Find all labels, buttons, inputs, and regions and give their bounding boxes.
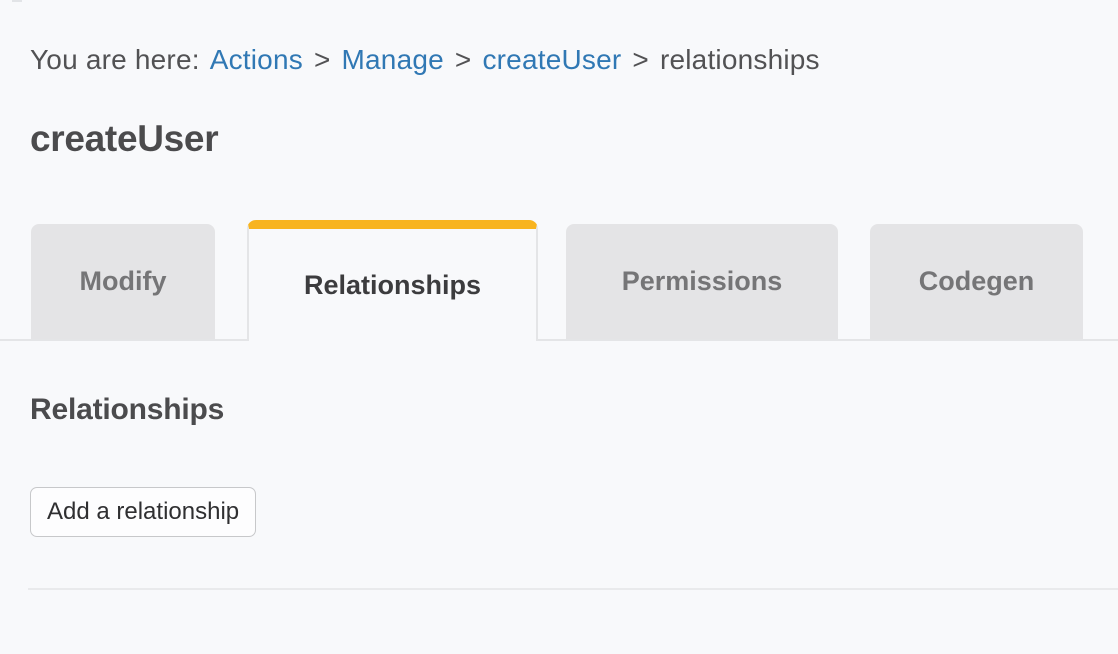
breadcrumb-current: relationships: [659, 44, 820, 75]
tab-strip-rule: [0, 339, 1118, 341]
breadcrumb-separator: >: [313, 44, 331, 75]
tab-codegen-label: Codegen: [918, 266, 1035, 296]
breadcrumb-link-createuser[interactable]: createUser: [482, 44, 622, 75]
tab-relationships-label: Relationships: [303, 269, 482, 300]
top-edge-artifact: [12, 0, 22, 2]
page-title: createUser: [30, 118, 219, 159]
breadcrumb-link-manage[interactable]: Manage: [341, 44, 444, 75]
tab-permissions[interactable]: Permissions: [566, 224, 838, 339]
tab-permissions-label: Permissions: [621, 266, 783, 296]
tab-codegen[interactable]: Codegen: [870, 224, 1083, 339]
content-divider: [28, 588, 1118, 590]
tab-modify[interactable]: Modify: [31, 224, 215, 339]
breadcrumb-link-actions[interactable]: Actions: [209, 44, 303, 75]
add-relationship-button[interactable]: Add a relationship: [30, 487, 257, 537]
breadcrumb-separator: >: [454, 44, 472, 75]
relationships-section-heading: Relationships: [30, 393, 225, 426]
breadcrumb-prefix: You are here:: [30, 44, 200, 75]
tab-modify-label: Modify: [79, 266, 167, 296]
breadcrumb: You are here: Actions > Manage > createUser > r…: [30, 44, 820, 76]
tab-relationships[interactable]: Relationships: [247, 220, 538, 341]
breadcrumb-separator: >: [632, 44, 649, 75]
